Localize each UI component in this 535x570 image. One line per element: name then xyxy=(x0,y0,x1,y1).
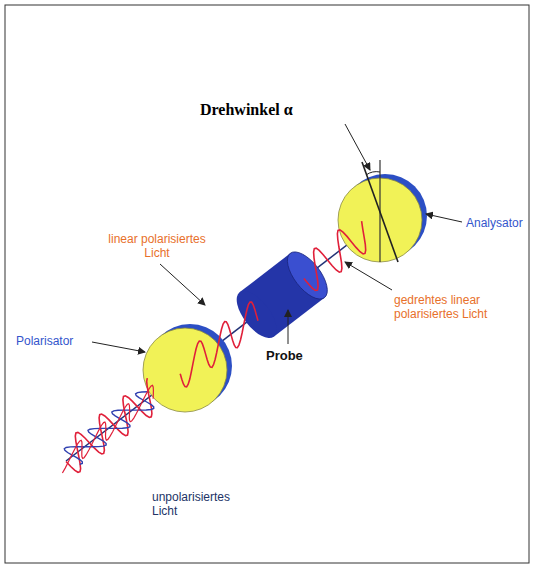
light-waves xyxy=(62,221,365,473)
light-wave xyxy=(304,221,366,290)
text-label: gedrehtes linear polarisiertes Licht xyxy=(394,293,494,322)
leader-arrow xyxy=(426,214,462,222)
light-wave xyxy=(180,302,258,387)
frame xyxy=(5,5,529,563)
text-label: unpolarisiertes Licht xyxy=(152,490,248,519)
text-label: Drehwinkel α xyxy=(200,100,350,119)
light-wave xyxy=(62,385,153,473)
leader-arrow xyxy=(345,262,392,290)
light-wave xyxy=(64,392,153,465)
text-label: Probe xyxy=(266,348,326,364)
analyzer-disc xyxy=(338,160,427,262)
sample-cylinder xyxy=(229,245,334,344)
text-label: Analysator xyxy=(466,216,530,230)
leader-arrow xyxy=(92,342,145,352)
polarizer-disc xyxy=(143,324,232,412)
text-label: Polarisator xyxy=(16,334,96,348)
leader-arrow xyxy=(345,124,370,170)
leader-arrow xyxy=(160,264,205,305)
leader-arrow xyxy=(288,310,289,344)
text-label: linear polarisiertes Licht xyxy=(98,232,216,261)
